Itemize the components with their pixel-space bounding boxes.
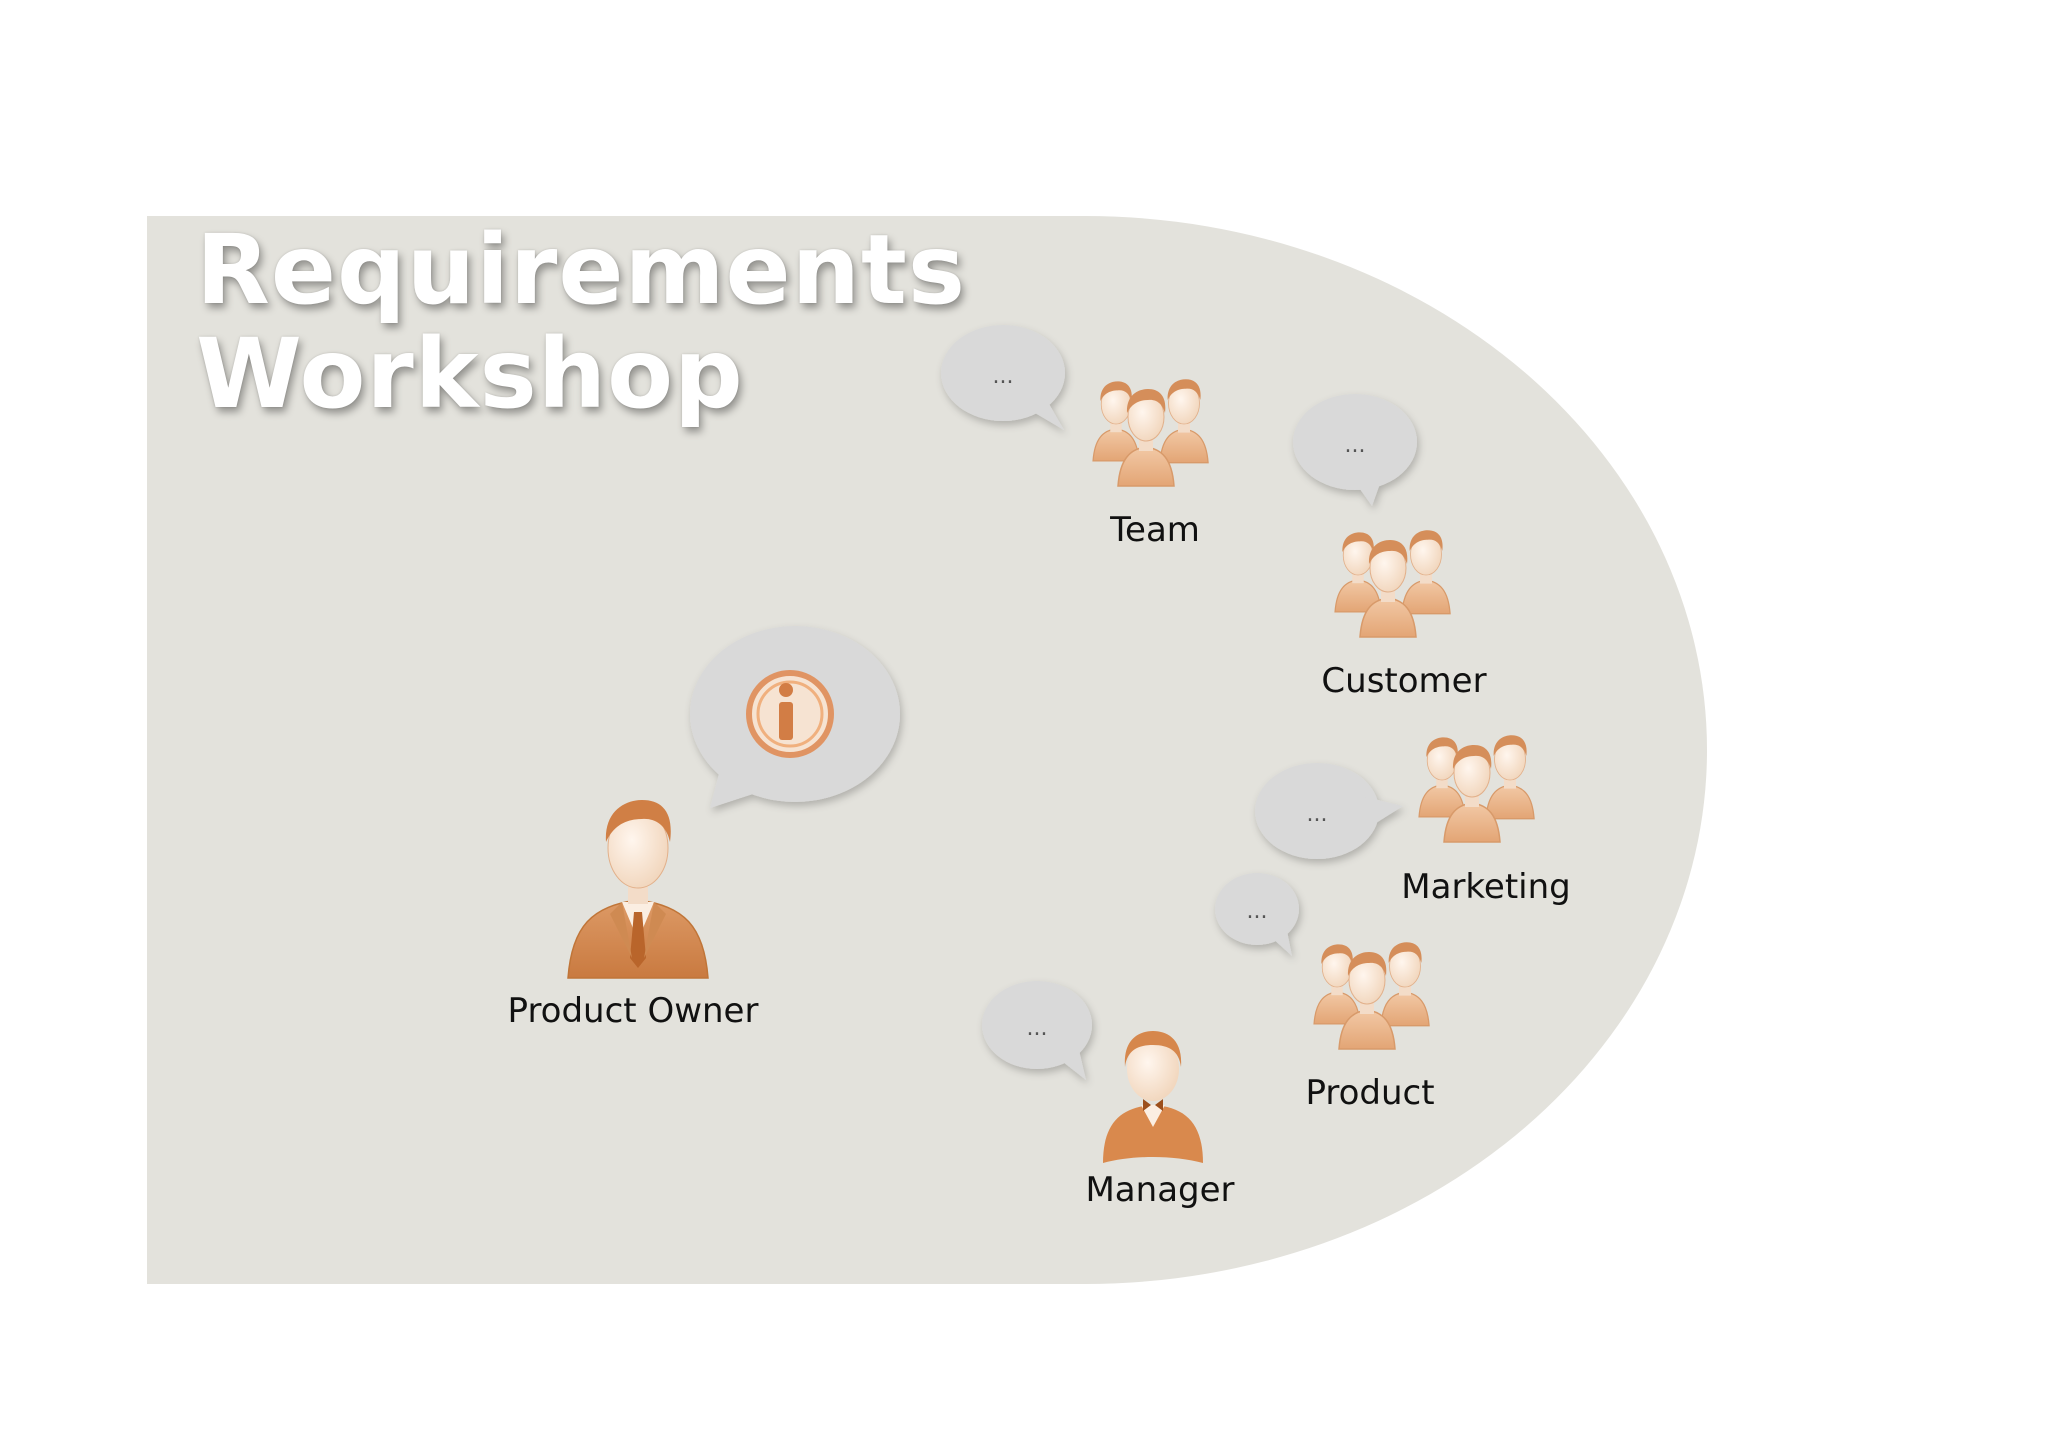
manager-bubble-text: ... <box>1027 1016 1048 1041</box>
marketing-label: Marketing <box>1401 867 1571 907</box>
product-owner-speech-bubble <box>690 626 900 808</box>
info-icon <box>746 670 834 758</box>
manager-person-icon <box>1103 1031 1203 1163</box>
customer-speech-bubble: ... <box>1293 394 1417 506</box>
customer-bubble-text: ... <box>1345 433 1366 458</box>
team-speech-bubble: ... <box>941 325 1065 430</box>
manager-label: Manager <box>1085 1170 1235 1210</box>
marketing-speech-bubble: ... <box>1255 763 1403 859</box>
product-label: Product <box>1305 1073 1435 1113</box>
page-title: Requirements Workshop <box>196 218 966 426</box>
product-speech-bubble: ... <box>1215 873 1299 956</box>
team-label: Team <box>1110 510 1200 550</box>
product-bubble-text: ... <box>1247 899 1268 924</box>
title-line-2: Workshop <box>196 318 744 430</box>
title-line-1: Requirements <box>196 214 966 326</box>
customer-label: Customer <box>1321 661 1487 701</box>
product-owner-person-icon <box>567 800 709 979</box>
manager-speech-bubble: ... <box>982 981 1092 1080</box>
marketing-bubble-text: ... <box>1307 802 1328 827</box>
team-bubble-text: ... <box>993 364 1014 389</box>
product-owner-label: Product Owner <box>507 991 759 1031</box>
